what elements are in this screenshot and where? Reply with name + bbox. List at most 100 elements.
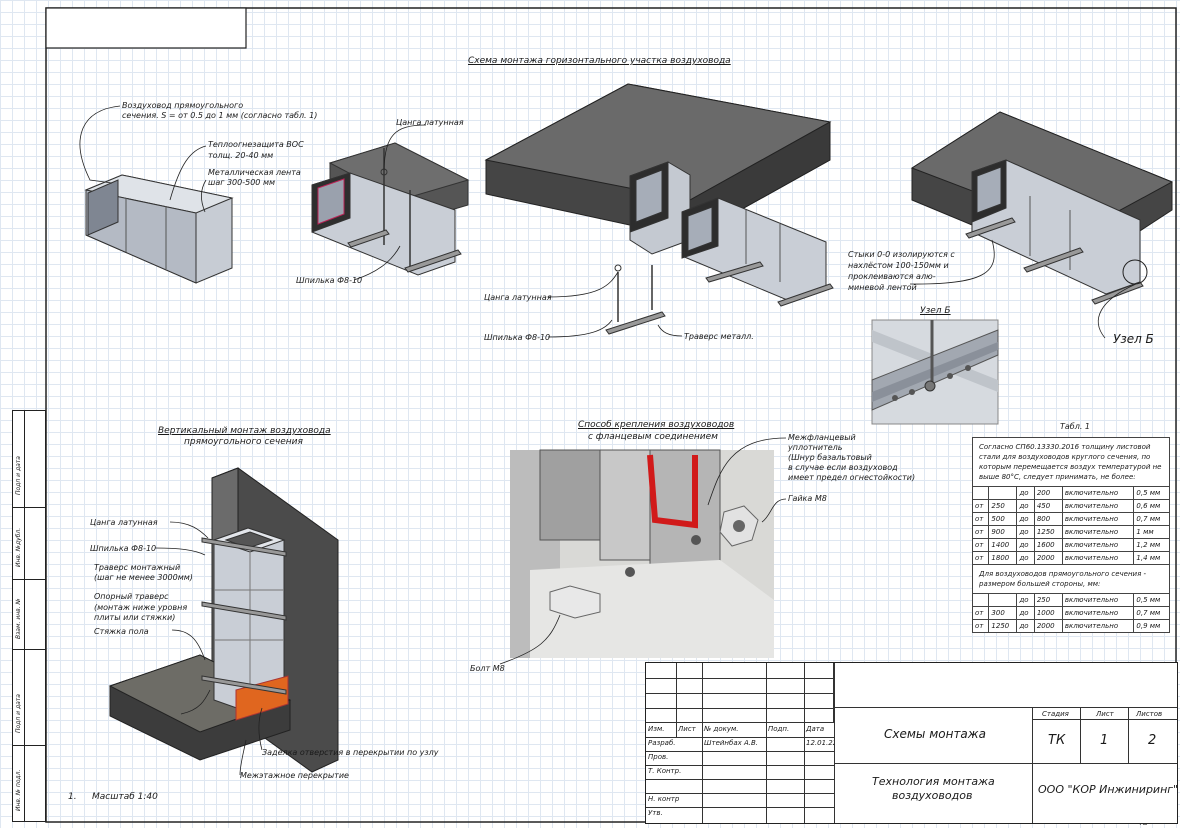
- table-cell: 1,4 мм: [1133, 551, 1170, 565]
- vertical-title: Вертикальный монтаж воздуховода: [158, 426, 331, 436]
- table-cell: 1250: [988, 619, 1018, 633]
- side-label-3: Взам. инв. №: [15, 598, 22, 639]
- table-cell: 2000: [1033, 619, 1063, 633]
- table-cell: 2000: [1033, 551, 1063, 565]
- table-cell: 900: [988, 525, 1018, 539]
- label-collet-center: Цанга латунная: [484, 293, 552, 302]
- label-gasket-line5: имеет предел огнестойкости): [788, 473, 916, 482]
- stamp-h-doc: № докум.: [704, 725, 739, 733]
- table-cell: [971, 593, 990, 607]
- stamp-sheets: 2: [1148, 733, 1157, 748]
- stamp-h-sheets: Листов: [1136, 710, 1163, 718]
- table-cell: от: [971, 525, 990, 539]
- table-cell: до: [1016, 619, 1035, 633]
- table-cell: 1600: [1033, 538, 1063, 552]
- stamp-doc-title-2: воздуховодов: [892, 789, 973, 802]
- stamp-utv: Утв.: [648, 809, 663, 817]
- table-cell: 500: [988, 512, 1018, 526]
- center-slab-drawing: [484, 83, 834, 335]
- label-v-collet: Цанга латунная: [90, 518, 158, 527]
- stamp-h-list: Лист: [678, 725, 696, 733]
- uzel-b-callout: Узел Б: [1113, 332, 1154, 346]
- table-cell: до: [1016, 593, 1035, 607]
- table-cell: включительно: [1061, 486, 1135, 500]
- table-cell: включительно: [1061, 499, 1135, 513]
- label-v-slab: Межэтажное перекрытие: [240, 771, 349, 780]
- table-cell: включительно: [1061, 619, 1135, 633]
- main-title: Схема монтажа горизонтального участка во…: [468, 56, 731, 66]
- flange-subtitle: с фланцевым соединением: [588, 432, 718, 442]
- label-gasket-line4: в случае если воздуховод: [788, 463, 898, 472]
- table-cell: включительно: [1061, 551, 1135, 565]
- table-header-round: Согласно СП60.13330.2016 толщину листово…: [972, 437, 1170, 487]
- label-traverse: Траверс металл.: [684, 332, 754, 341]
- stamp-razrab-date: 12.01.22: [806, 739, 834, 747]
- table-caption: Табл. 1: [1060, 422, 1091, 431]
- vertical-duct-drawing: [108, 467, 339, 773]
- label-duct-line2: сечения. S = от 0.5 до 1 мм (согласно та…: [122, 111, 318, 120]
- label-duct-line1: Воздуховод прямоугольного: [122, 101, 244, 110]
- scale-note: Масштаб 1:40: [92, 792, 158, 802]
- flange-photo: [510, 449, 774, 658]
- table-cell: 200: [1033, 486, 1063, 500]
- label-gasket-line2: уплотнитель: [788, 443, 843, 452]
- table-cell: [988, 593, 1018, 607]
- label-tape-line1: Металлическая лента: [208, 168, 301, 177]
- label-insulation-line2: толщ. 20-40 мм: [208, 151, 274, 160]
- table-cell: 1400: [988, 538, 1018, 552]
- uzel-b-title: Узел Б: [920, 306, 951, 316]
- label-v-traverse-line2: (шаг не менее 3000мм): [94, 573, 193, 582]
- label-joints-line4: миневой лентой: [848, 283, 917, 292]
- table-cell: до: [1016, 538, 1035, 552]
- table-cell: [971, 486, 990, 500]
- uzel-b-detail: [871, 319, 999, 425]
- table-cell: 300: [988, 606, 1018, 620]
- label-joints-line1: Стыки 0-0 изолируются с: [848, 250, 955, 259]
- table-cell: 800: [1033, 512, 1063, 526]
- label-v-traverse-line1: Траверс монтажный: [94, 563, 181, 572]
- label-v-support-line3: плиты или стяжки): [94, 613, 176, 622]
- table-cell: до: [1016, 512, 1035, 526]
- table-cell: 0,5 мм: [1133, 486, 1170, 500]
- label-v-support-line2: (монтаж ниже уровня: [94, 603, 188, 612]
- stamp-h-sign: Подп.: [768, 725, 790, 733]
- label-collet: Цанга латунная: [396, 118, 464, 127]
- table-cell: 250: [988, 499, 1018, 513]
- label-gasket-line3: (Шнур базальтовый: [788, 453, 872, 462]
- table-cell: от: [971, 499, 990, 513]
- table-cell: включительно: [1061, 538, 1135, 552]
- label-nut: Гайка М8: [788, 494, 827, 503]
- table-cell: от: [971, 551, 990, 565]
- table-cell: до: [1016, 499, 1035, 513]
- label-stud-center: Шпилька Ф8-10: [484, 333, 551, 342]
- table-cell: до: [1016, 525, 1035, 539]
- right-slab-drawing: [910, 111, 1174, 305]
- table-cell: [988, 486, 1018, 500]
- vertical-subtitle: прямоугольного сечения: [184, 437, 303, 447]
- table-cell: 1250: [1033, 525, 1063, 539]
- table-cell: от: [971, 606, 990, 620]
- table-cell: 0,5 мм: [1133, 593, 1170, 607]
- table-cell: до: [1016, 551, 1035, 565]
- label-stud: Шпилька Ф8-10: [296, 276, 363, 285]
- side-panel: Подп и дата Инв. №дубл. Взам. инв. № Под…: [12, 410, 46, 822]
- stamp-sheet: 1: [1100, 733, 1109, 748]
- title-block: Изм. Лист № докум. Подп. Дата Разраб. Шт…: [645, 662, 1178, 824]
- label-v-seal: Заделка отверстия в перекрытии по узлу: [262, 748, 439, 757]
- table-cell: включительно: [1061, 512, 1135, 526]
- duct-under-slab-drawing: [311, 142, 470, 276]
- stamp-h-stage: Стадия: [1042, 710, 1069, 718]
- label-bolt: Болт М8: [470, 664, 505, 673]
- table-cell: 1 мм: [1133, 525, 1170, 539]
- flange-title: Способ крепления воздуховодов: [578, 420, 735, 430]
- table-header-rect: Для воздуховодов прямоугольного сечения …: [972, 564, 1170, 594]
- table-cell: 1000: [1033, 606, 1063, 620]
